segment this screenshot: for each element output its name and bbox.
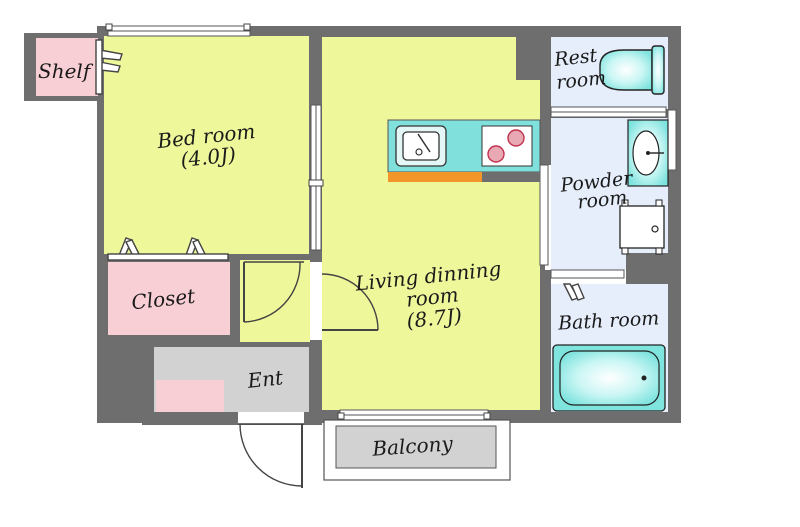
door-swing-icon — [243, 261, 304, 323]
bifold-door-icon — [95, 39, 229, 261]
window-icon — [550, 269, 625, 279]
powder-floor — [551, 118, 626, 270]
window-icon — [550, 106, 667, 118]
shelf-area — [36, 38, 98, 96]
window-icon — [539, 164, 549, 266]
bifold-door-icon — [562, 283, 585, 301]
door-swing-icon — [321, 273, 379, 331]
bathroom-label: Bath room — [557, 307, 660, 334]
stove-icon — [481, 125, 533, 167]
living-floor — [322, 37, 540, 410]
door-swing-icon — [238, 412, 304, 488]
window-icon — [667, 109, 677, 171]
bedroom-floor — [104, 36, 309, 254]
balcony-label: Balcony — [371, 431, 455, 461]
sink-icon — [395, 125, 447, 167]
closet-floor — [108, 262, 230, 335]
shelf-label: Shelf — [38, 59, 94, 83]
shoe-cabinet — [156, 380, 224, 412]
bathtub-icon — [552, 344, 666, 412]
washbasin-icon — [627, 119, 669, 187]
washing-machine-icon — [619, 199, 665, 255]
balcony — [323, 419, 511, 481]
living-size: (8.7J) — [405, 303, 463, 333]
restroom-label-line2: room — [555, 67, 607, 94]
powder-label-line2: room — [576, 186, 628, 213]
restroom-label-line1: Rest — [552, 45, 598, 72]
window-icon — [308, 104, 324, 251]
hall-floor — [240, 260, 310, 342]
window-icon — [105, 23, 251, 37]
bedroom-size: (4.0J) — [179, 142, 237, 172]
living-label-line2: room — [405, 282, 460, 311]
toilet-icon — [599, 45, 665, 95]
entrance-label: Ent — [245, 365, 285, 393]
window-icon — [337, 409, 491, 421]
